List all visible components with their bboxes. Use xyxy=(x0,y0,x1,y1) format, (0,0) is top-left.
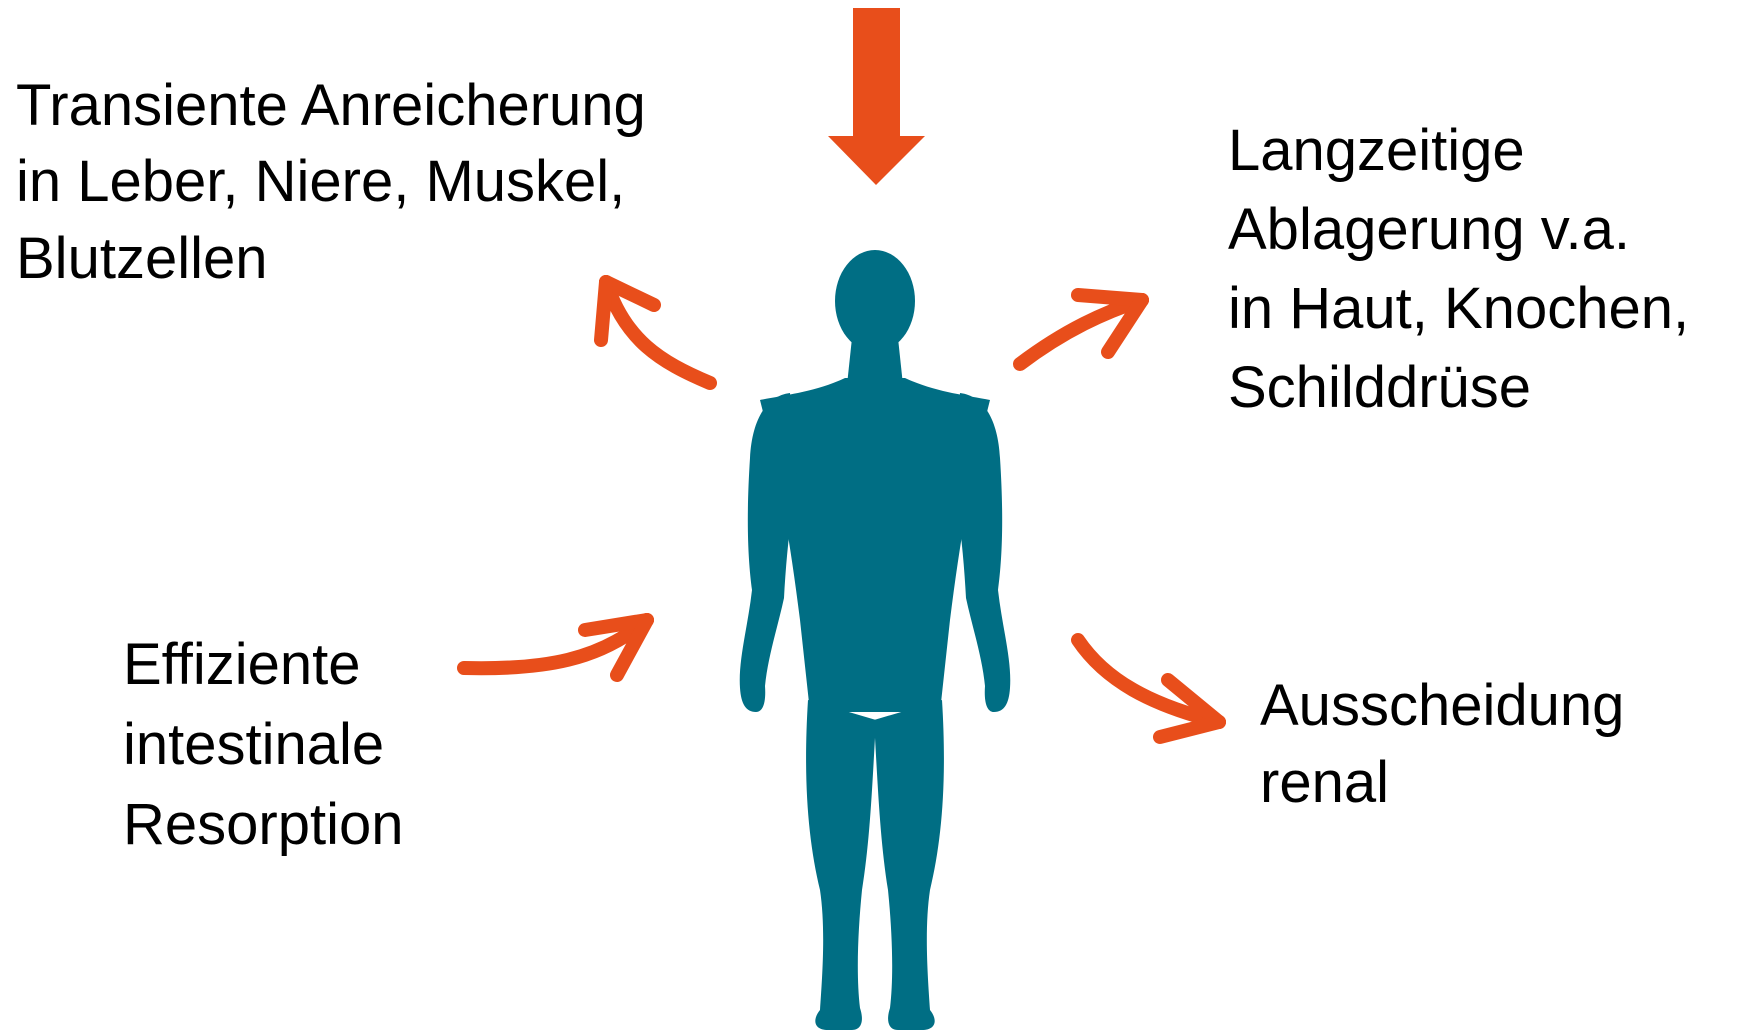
excretion-label-line-1: Ausscheidung xyxy=(1260,667,1624,744)
transient-label-line-1: Transiente Anreicherung xyxy=(16,68,646,144)
arrow-to-long-term-icon xyxy=(1020,295,1142,364)
excretion-label-line-2: renal xyxy=(1260,744,1624,821)
resorption-label-line-1: Effiziente xyxy=(123,625,403,705)
resorption-label-line-2: intestinale xyxy=(123,705,403,785)
long-term-label-line-3: in Haut, Knochen, xyxy=(1228,270,1689,349)
arrow-to-excretion-icon xyxy=(1078,640,1219,737)
long-term-label-line-2: Ablagerung v.a. xyxy=(1228,191,1689,270)
arrow-to-transient-icon xyxy=(601,282,710,383)
transient-label-line-2: in Leber, Niere, Muskel, xyxy=(16,144,646,220)
renal-excretion-label: Ausscheidung renal xyxy=(1260,667,1624,821)
intake-arrow-icon xyxy=(828,8,925,185)
resorption-label-line-3: Resorption xyxy=(123,785,403,865)
long-term-label-line-4: Schilddrüse xyxy=(1228,349,1689,428)
long-term-deposition-label: Langzeitige Ablagerung v.a. in Haut, Kno… xyxy=(1228,112,1689,428)
transient-label-line-3: Blutzellen xyxy=(16,221,646,297)
long-term-label-line-1: Langzeitige xyxy=(1228,112,1689,191)
human-body-silhouette-icon xyxy=(740,250,1011,1030)
intestinal-resorption-label: Effiziente intestinale Resorption xyxy=(123,625,403,865)
arrow-from-resorption-icon xyxy=(464,620,647,675)
transient-accumulation-label: Transiente Anreicherung in Leber, Niere,… xyxy=(16,68,646,297)
